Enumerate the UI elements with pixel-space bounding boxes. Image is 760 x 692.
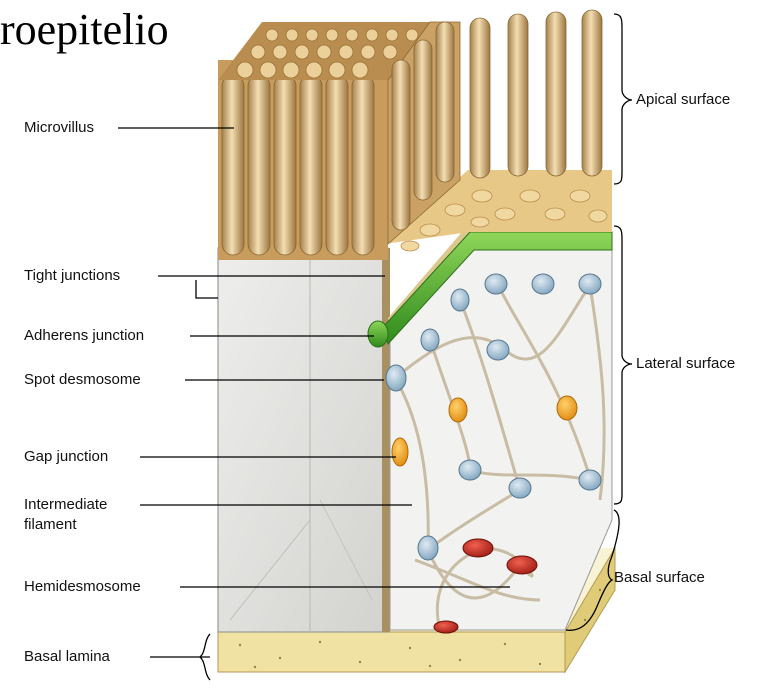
label-intermediate-filament-line2: filament — [24, 516, 77, 534]
front-cell-face — [218, 248, 390, 632]
label-lateral-surface: Lateral surface — [636, 355, 735, 373]
label-spot-desmosome: Spot desmosome — [24, 371, 141, 389]
label-tight-junctions: Tight junctions — [24, 267, 120, 285]
label-adherens-junction: Adherens junction — [24, 327, 144, 345]
label-hemidesmosome: Hemidesmosome — [24, 578, 141, 596]
label-basal-lamina: Basal lamina — [24, 648, 110, 666]
label-apical-surface: Apical surface — [636, 91, 730, 109]
label-basal-surface: Basal surface — [614, 569, 705, 587]
label-gap-junction: Gap junction — [24, 448, 108, 466]
label-intermediate-filament-line1: Intermediate — [24, 496, 107, 514]
label-microvillus: Microvillus — [24, 119, 94, 137]
